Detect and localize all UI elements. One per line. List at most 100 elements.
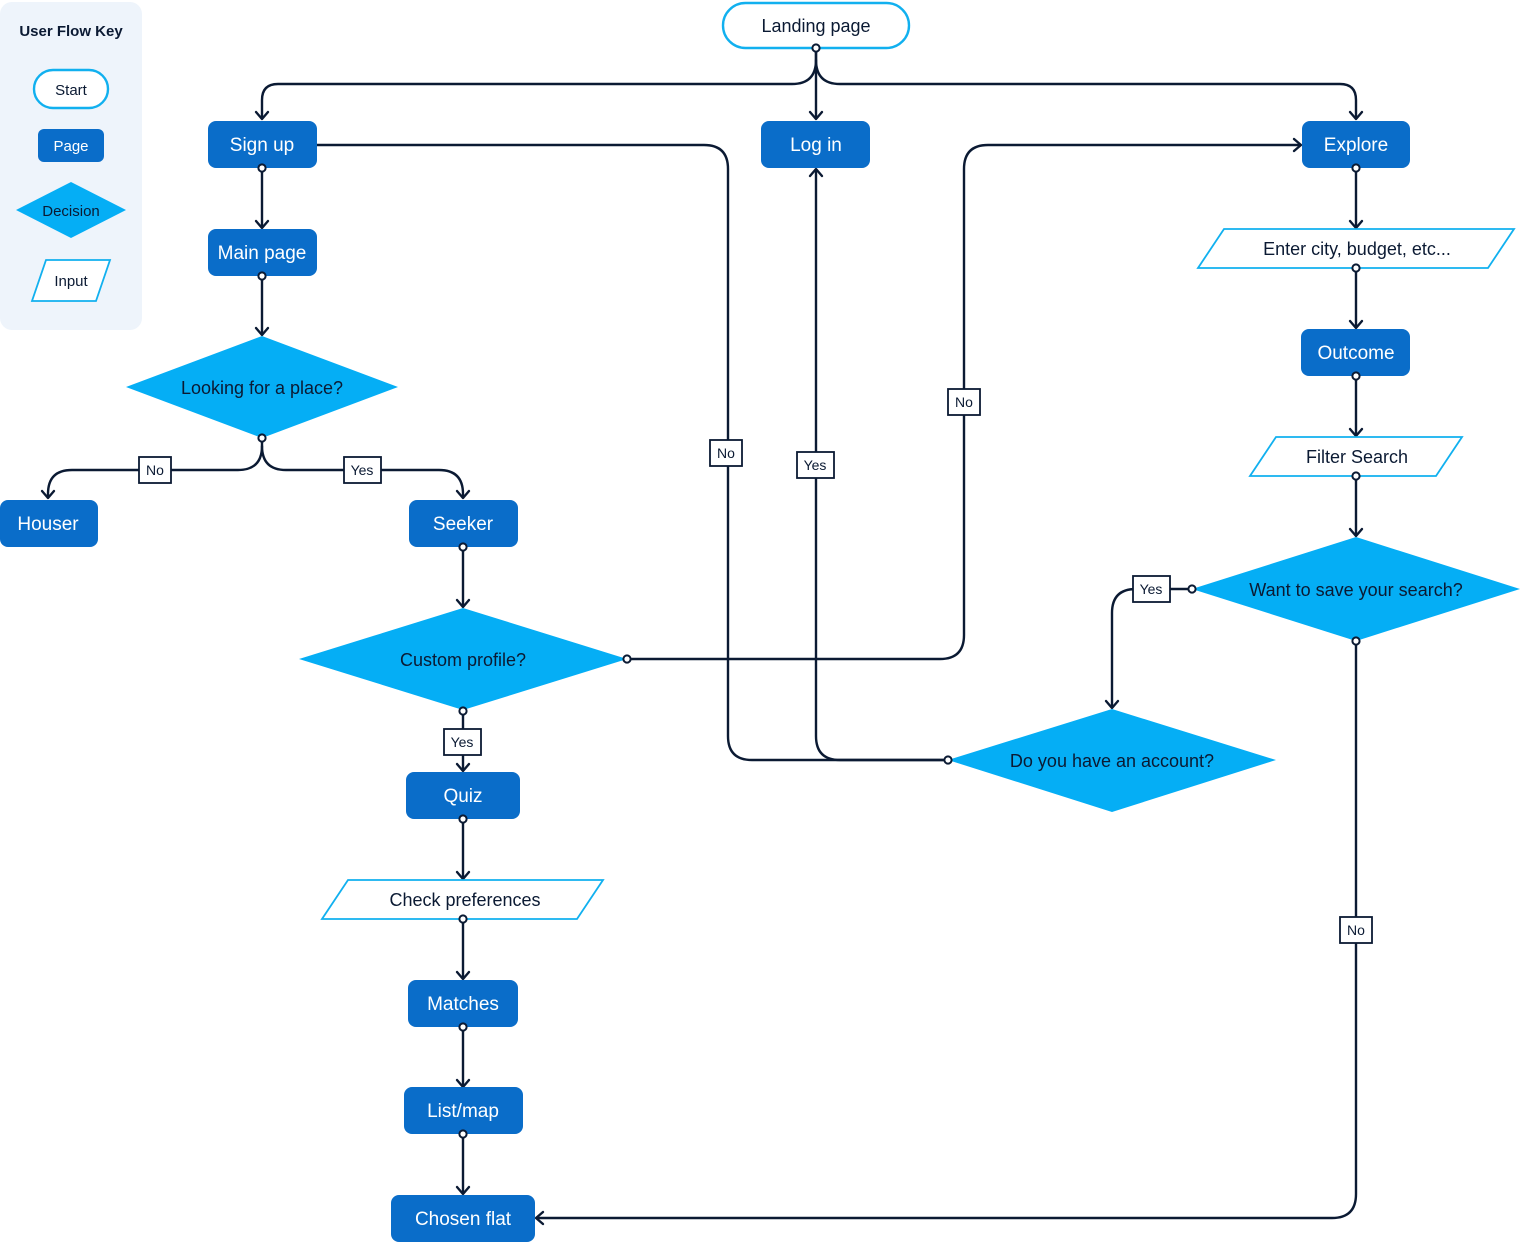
key-input-shape: [30, 259, 112, 302]
node-seeker[interactable]: Seeker: [409, 500, 518, 547]
edge-labels: No Yes No Yes No Yes Yes No: [138, 388, 1373, 944]
label-signup-no-text: No: [717, 445, 735, 461]
key-start-label: Start: [55, 82, 88, 99]
edge-landing-explore: [814, 58, 1358, 120]
edge-looking-seeker: [260, 444, 465, 499]
matches-label: Matches: [427, 994, 499, 1015]
node-chosen-flat[interactable]: Chosen flat: [391, 1195, 535, 1242]
node-log-in[interactable]: Log in: [761, 121, 870, 168]
dot-listmap: [458, 1129, 468, 1139]
node-custom-profile[interactable]: Custom profile?: [299, 608, 627, 710]
label-looking-yes-text: Yes: [351, 462, 374, 478]
save-search-shape: [1192, 537, 1520, 641]
explore-shape: [1302, 121, 1410, 168]
arrow-save: [1348, 527, 1364, 538]
dot-matches: [458, 1022, 468, 1032]
arrow-enter: [1348, 219, 1364, 230]
key-decision-label: Decision: [42, 203, 100, 220]
label-custom-no-box: [947, 388, 981, 416]
arrow-filter: [1348, 427, 1364, 438]
arrow-signup: [254, 110, 270, 121]
edge-save-chosen: [535, 639, 1358, 1220]
dot-signup: [257, 163, 267, 173]
label-custom-no: No: [947, 388, 981, 416]
arrow-looking: [254, 326, 270, 337]
dot-account: [943, 755, 953, 765]
label-signup-no-box: [709, 439, 743, 467]
node-landing-page[interactable]: Landing page: [721, 1, 911, 50]
list-map-label: List/map: [427, 1101, 499, 1122]
node-sign-up[interactable]: Sign up: [208, 121, 317, 168]
node-looking-for-place[interactable]: Looking for a place?: [126, 336, 398, 438]
arrow-login-bottom: [808, 167, 824, 178]
label-save-no-box: [1339, 916, 1373, 944]
label-save-no: No: [1339, 916, 1373, 944]
chosen-flat-shape: [391, 1195, 535, 1242]
custom-profile-label: Custom profile?: [400, 650, 526, 670]
dot-filter: [1351, 471, 1361, 481]
arrow-explore-top: [1348, 110, 1364, 121]
main-page-label: Main page: [218, 243, 307, 264]
node-check-preferences[interactable]: Check preferences: [320, 879, 605, 920]
sign-up-label: Sign up: [230, 135, 294, 156]
dot-custom-bottom: [458, 706, 468, 716]
dot-seeker: [458, 542, 468, 552]
node-quiz[interactable]: Quiz: [406, 772, 520, 819]
landing-page-label: Landing page: [761, 16, 870, 36]
arrow-chosen-right: [534, 1210, 545, 1226]
key-start-shape: [32, 68, 110, 110]
node-have-account[interactable]: Do you have an account?: [948, 709, 1276, 812]
edge-landing-signup: [260, 46, 818, 120]
label-login-yes-box: [796, 451, 835, 479]
node-save-search[interactable]: Want to save your search?: [1192, 537, 1520, 641]
edges: [46, 46, 1358, 1220]
node-outcome[interactable]: Outcome: [1301, 329, 1410, 376]
node-houser[interactable]: Houser: [0, 500, 98, 547]
dot-prefs: [458, 914, 468, 924]
houser-label: Houser: [17, 514, 79, 535]
arrow-matches: [455, 970, 471, 981]
seeker-shape: [409, 500, 518, 547]
quiz-label: Quiz: [443, 786, 482, 807]
outcome-label: Outcome: [1317, 343, 1394, 364]
outcome-shape: [1301, 329, 1410, 376]
matches-shape: [408, 980, 518, 1027]
node-explore[interactable]: Explore: [1302, 121, 1410, 168]
label-looking-no: No: [138, 456, 172, 484]
check-preferences-label: Check preferences: [389, 890, 540, 910]
node-list-map[interactable]: List/map: [404, 1087, 523, 1134]
dot-explore: [1351, 163, 1361, 173]
custom-profile-shape: [299, 608, 627, 710]
main-page-shape: [208, 229, 317, 276]
filter-search-label: Filter Search: [1306, 447, 1408, 467]
label-login-yes: Yes: [796, 451, 835, 479]
label-save-yes-box: [1132, 575, 1171, 603]
label-looking-yes-box: [343, 456, 382, 484]
label-signup-no: No: [709, 439, 743, 467]
node-main-page[interactable]: Main page: [208, 229, 317, 276]
arrowheads: [40, 110, 1364, 1226]
log-in-label: Log in: [790, 135, 842, 156]
arrow-prefs: [455, 870, 471, 881]
node-filter-search[interactable]: Filter Search: [1248, 436, 1464, 477]
node-enter-city[interactable]: Enter city, budget, etc...: [1196, 228, 1516, 269]
key-page-shape: [38, 129, 104, 162]
key-title: User Flow Key: [19, 23, 123, 40]
filter-search-shape: [1248, 436, 1464, 477]
sign-up-shape: [208, 121, 317, 168]
have-account-label: Do you have an account?: [1010, 751, 1214, 771]
label-looking-yes: Yes: [343, 456, 382, 484]
node-matches[interactable]: Matches: [408, 980, 518, 1027]
label-looking-no-box: [138, 456, 172, 484]
log-in-shape: [761, 121, 870, 168]
houser-shape: [0, 500, 98, 547]
dot-custom-right: [622, 654, 632, 664]
enter-city-shape: [1196, 228, 1516, 269]
edge-save-account: [1110, 587, 1194, 709]
check-preferences-shape: [320, 879, 605, 920]
enter-city-label: Enter city, budget, etc...: [1263, 239, 1451, 259]
arrow-login-top: [808, 110, 824, 121]
arrow-main: [254, 219, 270, 230]
label-login-yes-text: Yes: [804, 457, 827, 473]
